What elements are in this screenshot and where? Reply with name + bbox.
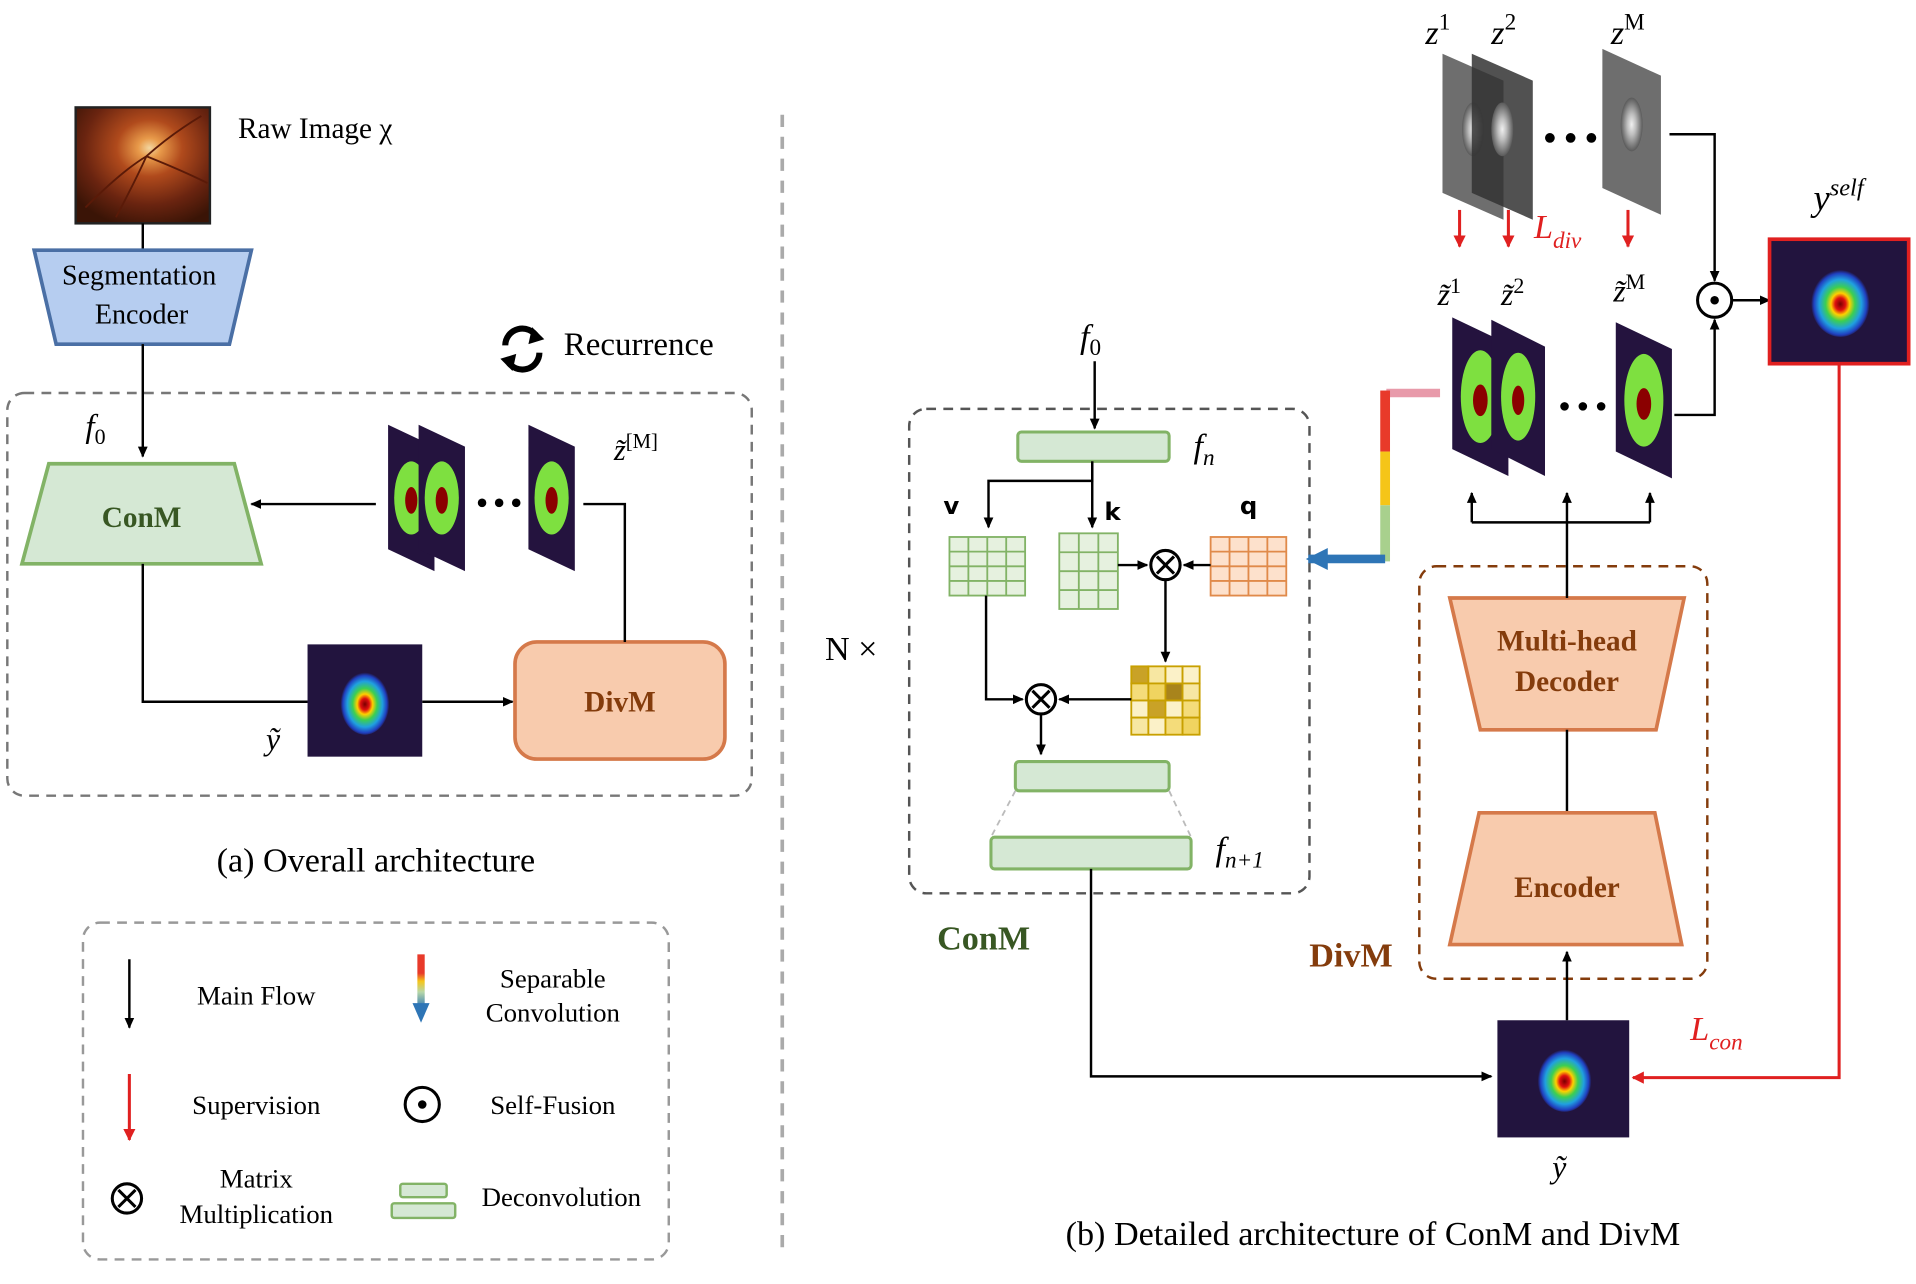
flow-arrow	[1669, 133, 1720, 282]
multihead-decoder: Multi-head Decoder	[1447, 596, 1687, 732]
z1-label: z1	[1424, 9, 1450, 52]
panel-b: N × ConM f0 fn v k q	[825, 9, 1911, 1253]
ytilde-label-a: ỹ	[263, 721, 281, 756]
fn1-bar	[989, 835, 1193, 871]
matmul-icon	[1149, 548, 1182, 582]
v-label: v	[943, 491, 959, 520]
separable-convolution-connector	[1305, 388, 1441, 570]
caption-a: (a) Overall architecture	[217, 842, 536, 879]
divm-outputs-a	[388, 424, 575, 572]
ztilde1-label: z̃1	[1437, 273, 1461, 312]
conm-label-a: ConM	[102, 502, 182, 534]
flow-arrow	[583, 502, 627, 642]
caption-b: (b) Detailed architecture of ConM and Di…	[1066, 1216, 1681, 1253]
fn-bar	[1016, 430, 1171, 463]
flow-arrow	[141, 563, 308, 703]
k-label: k	[1104, 497, 1121, 526]
divm-box-b	[1418, 565, 1709, 980]
ztildeM-label: z̃M	[1612, 269, 1645, 308]
legend-matrix-line1: Matrix	[220, 1163, 294, 1193]
v-matrix	[948, 536, 1027, 597]
segmentation-encoder: Segmentation Encoder	[31, 248, 254, 346]
legend: Main Flow Separable Convolution Supervis…	[81, 921, 670, 1261]
ytilde-heatmap-b	[1497, 1020, 1630, 1138]
q-label: q	[1240, 491, 1257, 520]
yself-heatmap	[1767, 237, 1911, 366]
flow-arrow	[983, 461, 1094, 529]
lcon-label: Lcon	[1689, 1011, 1742, 1056]
conm-label-b: ConM	[937, 920, 1030, 957]
legend-box	[81, 921, 670, 1261]
n-times-label: N ×	[825, 631, 877, 668]
fn1-label: fn+1	[1216, 831, 1264, 873]
ytilde-label-b: ỹ	[1549, 1150, 1567, 1185]
conm-block-a: ConM	[19, 461, 264, 566]
self-fusion-icon	[403, 1085, 441, 1124]
decoder-label-line2: Decoder	[1515, 666, 1619, 698]
legend-matrix-line2: Multiplication	[180, 1199, 334, 1229]
flow-arrow	[1089, 868, 1493, 1082]
ztilde2-label: z̃2	[1500, 273, 1524, 312]
consistency-supervision-arrow	[1631, 363, 1841, 1084]
raw-image	[74, 106, 212, 225]
conm-box-b	[907, 407, 1311, 895]
raw-image-label: Raw Image χ	[238, 113, 392, 145]
deconvolution-icon	[390, 1182, 457, 1220]
legend-main-flow: Main Flow	[197, 980, 316, 1010]
q-matrix	[1209, 536, 1288, 597]
f0-label-b: f0	[1080, 319, 1101, 361]
f0-label-a: f0	[85, 409, 105, 449]
recurrence-box	[6, 391, 753, 797]
ldiv-label: Ldiv	[1533, 209, 1582, 254]
decoder-label-line1: Multi-head	[1497, 625, 1637, 657]
ztilde-outputs	[1452, 317, 1672, 479]
ztilde-label-a: z̃[M]	[613, 431, 658, 467]
deconv-guide	[1168, 790, 1192, 838]
zM-label: zM	[1610, 9, 1645, 52]
separable-convolution-icon	[412, 954, 430, 1023]
fn-label: fn	[1194, 429, 1215, 471]
legend-separable-line2: Convolution	[486, 997, 621, 1027]
z2-label: z2	[1490, 9, 1516, 52]
legend-self-fusion: Self-Fusion	[490, 1090, 616, 1120]
divm-block-a: DivM	[513, 640, 727, 761]
deconv-bar-top	[1013, 760, 1171, 793]
z-inputs	[1442, 48, 1661, 220]
divm-label-a: DivM	[584, 687, 656, 719]
flow-arrow	[1674, 318, 1720, 417]
ytilde-heatmap-a	[307, 644, 423, 757]
panel-a: Raw Image χ Segmentation Encoder Recurre…	[6, 106, 753, 879]
encoder-label-b: Encoder	[1514, 872, 1620, 904]
self-fusion-node	[1696, 281, 1734, 319]
flow-arrow	[984, 595, 1024, 705]
divm-encoder: Encoder	[1447, 810, 1684, 947]
deconv-guide	[990, 790, 1017, 838]
recurrence-label: Recurrence	[564, 327, 714, 363]
k-matrix	[1058, 532, 1119, 610]
matrix-multiplication-icon	[110, 1182, 144, 1215]
legend-separable-line1: Separable	[500, 963, 606, 993]
matmul-icon	[1024, 683, 1058, 716]
attention-matrix	[1130, 665, 1201, 736]
encoder-label-line2: Encoder	[95, 299, 189, 330]
yself-label: yself	[1809, 174, 1866, 218]
divm-label-b: DivM	[1309, 938, 1392, 975]
recurrence-icon	[500, 325, 545, 373]
encoder-label-line1: Segmentation	[62, 260, 216, 291]
legend-deconvolution: Deconvolution	[482, 1182, 642, 1212]
legend-supervision: Supervision	[192, 1090, 321, 1120]
